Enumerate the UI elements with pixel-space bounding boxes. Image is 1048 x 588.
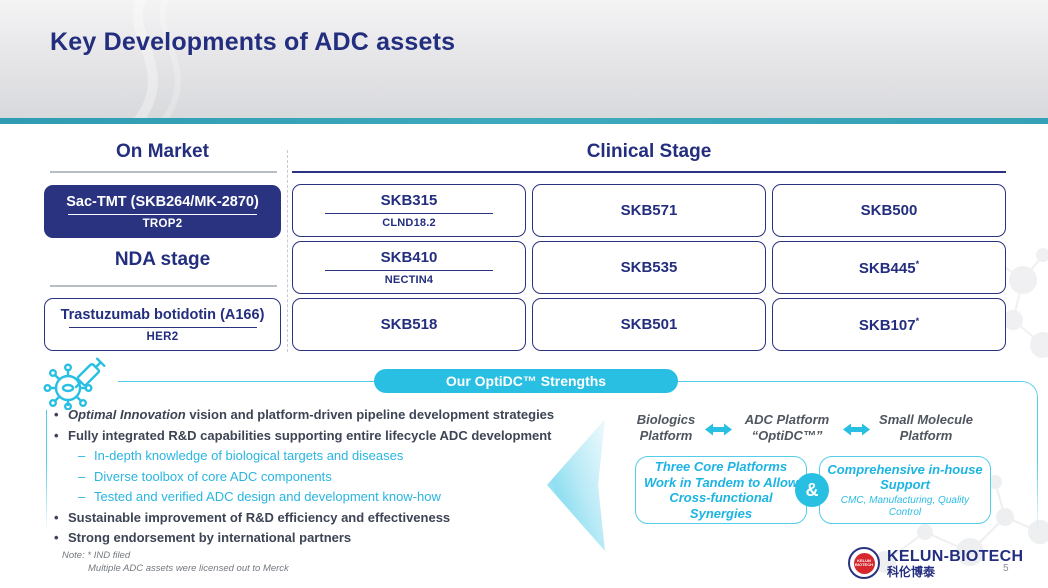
support-subtitle: CMC, Manufacturing, Quality Control (840, 494, 970, 518)
sub-bullet-text: Tested and verified ADC design and devel… (94, 489, 441, 504)
cell-name: SKB445 (858, 259, 916, 277)
note-line2: Multiple ADC assets were licensed out to… (88, 563, 289, 574)
sub-bullet-text: Diverse toolbox of core ADC components (94, 468, 332, 484)
emblem-text-bottom: BIOTECH (855, 562, 873, 567)
platform-label-adc: ADC Platform “OptiDC™” (744, 412, 830, 443)
bullet-item: • Sustainable improvement of R&D efficie… (54, 509, 594, 526)
page-title: Key Developments of ADC assets (50, 28, 456, 56)
bullet-lead-italic: Optimal Innovation (68, 407, 186, 422)
synergy-box: Three Core Platforms Work in Tandem to A… (635, 456, 807, 524)
nda-stage-heading: NDA stage (114, 249, 211, 270)
clinical-cell-skb107: SKB107* (772, 298, 1006, 351)
strengths-banner: Our OptiDC™ Strengths (374, 369, 678, 393)
clinical-stage-heading: Clinical Stage (586, 141, 712, 162)
ind-filed-asterisk: * (915, 258, 920, 269)
cell-name: SKB571 (620, 202, 678, 219)
synergy-text: Three Core Platforms Work in Tandem to A… (643, 459, 799, 521)
asset-name: Sac-TMT (SKB264/MK-2870) (66, 193, 259, 210)
clinical-cell-skb500: SKB500 (772, 184, 1006, 237)
sub-bullet-text: In-depth knowledge of biological targets… (94, 448, 404, 463)
bullet-text: vision and platform-driven pipeline deve… (185, 407, 555, 422)
platform-label-biologics: Biologics Platform (636, 412, 696, 443)
bullet-marker: • (54, 509, 59, 525)
emblem-text-top: KELUN (857, 557, 871, 563)
page-number: 5 (1003, 563, 1009, 574)
clinical-cell-skb571: SKB571 (532, 184, 766, 237)
bullet-marker: • (54, 530, 59, 545)
company-logo: KELUN BIOTECH KELUN-BIOTECH 科伦博泰 (848, 547, 1023, 579)
cell-target: NECTIN4 (384, 274, 434, 286)
footnote: Note: * IND filed Multiple ADC assets we… (62, 549, 289, 575)
bullet-text: Fully integrated R&D capabilities suppor… (68, 427, 552, 443)
sub-bullet-item: – Diverse toolbox of core ADC components (78, 468, 594, 485)
bullet-marker: • (54, 407, 59, 422)
cell-name: SKB518 (380, 316, 438, 333)
sub-bullet-marker: – (78, 489, 86, 504)
sub-bullet-item: – In-depth knowledge of biological targe… (78, 447, 594, 464)
cell-divider (325, 213, 493, 214)
bullet-text: Sustainable improvement of R&D efficienc… (68, 509, 451, 525)
ampersand-badge: & (795, 473, 829, 507)
on-market-rule (50, 171, 277, 173)
cell-name: SKB315 (380, 192, 438, 209)
cell-name: SKB107 (858, 316, 916, 334)
adc-icon (40, 354, 118, 411)
clinical-cell-skb315: SKB315 CLND18.2 (292, 184, 526, 237)
cell-divider (325, 270, 493, 271)
company-name-cn: 科伦博泰 (887, 564, 936, 579)
company-name-en: KELUN-BIOTECH (887, 547, 1024, 565)
platform-label-small-molecule: Small Molecule Platform (879, 412, 973, 443)
asset-box-a166: Trastuzumab botidotin (A166) HER2 (44, 298, 281, 351)
nda-stage-rule (50, 285, 277, 287)
clinical-cell-skb445: SKB445* (772, 241, 1006, 294)
cell-target: CLND18.2 (382, 217, 436, 229)
bullet-item: • Fully integrated R&D capabilities supp… (54, 427, 594, 444)
bullet-marker: • (54, 427, 59, 443)
note-label: Note: (62, 550, 85, 561)
cell-name: SKB501 (620, 316, 678, 333)
double-arrow-icon (843, 423, 870, 436)
asset-target: HER2 (146, 330, 179, 343)
strengths-bullet-list: • Optimal Innovation vision and platform… (54, 406, 594, 550)
sub-bullet-marker: – (78, 448, 86, 463)
asset-name: Trastuzumab botidotin (A166) (60, 306, 265, 323)
ind-filed-asterisk: * (915, 315, 920, 326)
dna-strand-decoration (131, 0, 181, 129)
bullet-item: • Strong endorsement by international pa… (54, 529, 594, 546)
slide-header: Key Developments of ADC assets (0, 0, 1048, 129)
asset-box-sac-tmt: Sac-TMT (SKB264/MK-2870) TROP2 (44, 185, 281, 238)
cell-name: SKB410 (380, 249, 438, 266)
clinical-cell-skb518: SKB518 (292, 298, 526, 351)
clinical-stage-rule (292, 171, 1006, 173)
column-divider (287, 150, 288, 352)
note-line1: * IND filed (87, 550, 131, 561)
on-market-heading: On Market (116, 141, 209, 162)
bullet-text: Strong endorsement by international part… (68, 530, 352, 545)
sub-bullet-marker: – (78, 468, 86, 484)
bullet-item: • Optimal Innovation vision and platform… (54, 406, 594, 423)
asset-divider (68, 326, 257, 328)
cell-name: SKB535 (620, 259, 678, 276)
support-title: Comprehensive in-house Support (827, 461, 983, 493)
header-accent-bar (0, 118, 1048, 124)
support-box: Comprehensive in-house Support CMC, Manu… (819, 456, 991, 524)
asset-target: TROP2 (142, 217, 183, 230)
asset-divider (67, 213, 258, 215)
clinical-cell-skb410: SKB410 NECTIN4 (292, 241, 526, 294)
sub-bullet-item: – Tested and verified ADC design and dev… (78, 488, 594, 505)
logo-emblem-icon: KELUN BIOTECH (848, 547, 880, 579)
clinical-cell-skb501: SKB501 (532, 298, 766, 351)
cell-name: SKB500 (860, 202, 918, 219)
clinical-cell-skb535: SKB535 (532, 241, 766, 294)
double-arrow-icon (705, 423, 732, 436)
